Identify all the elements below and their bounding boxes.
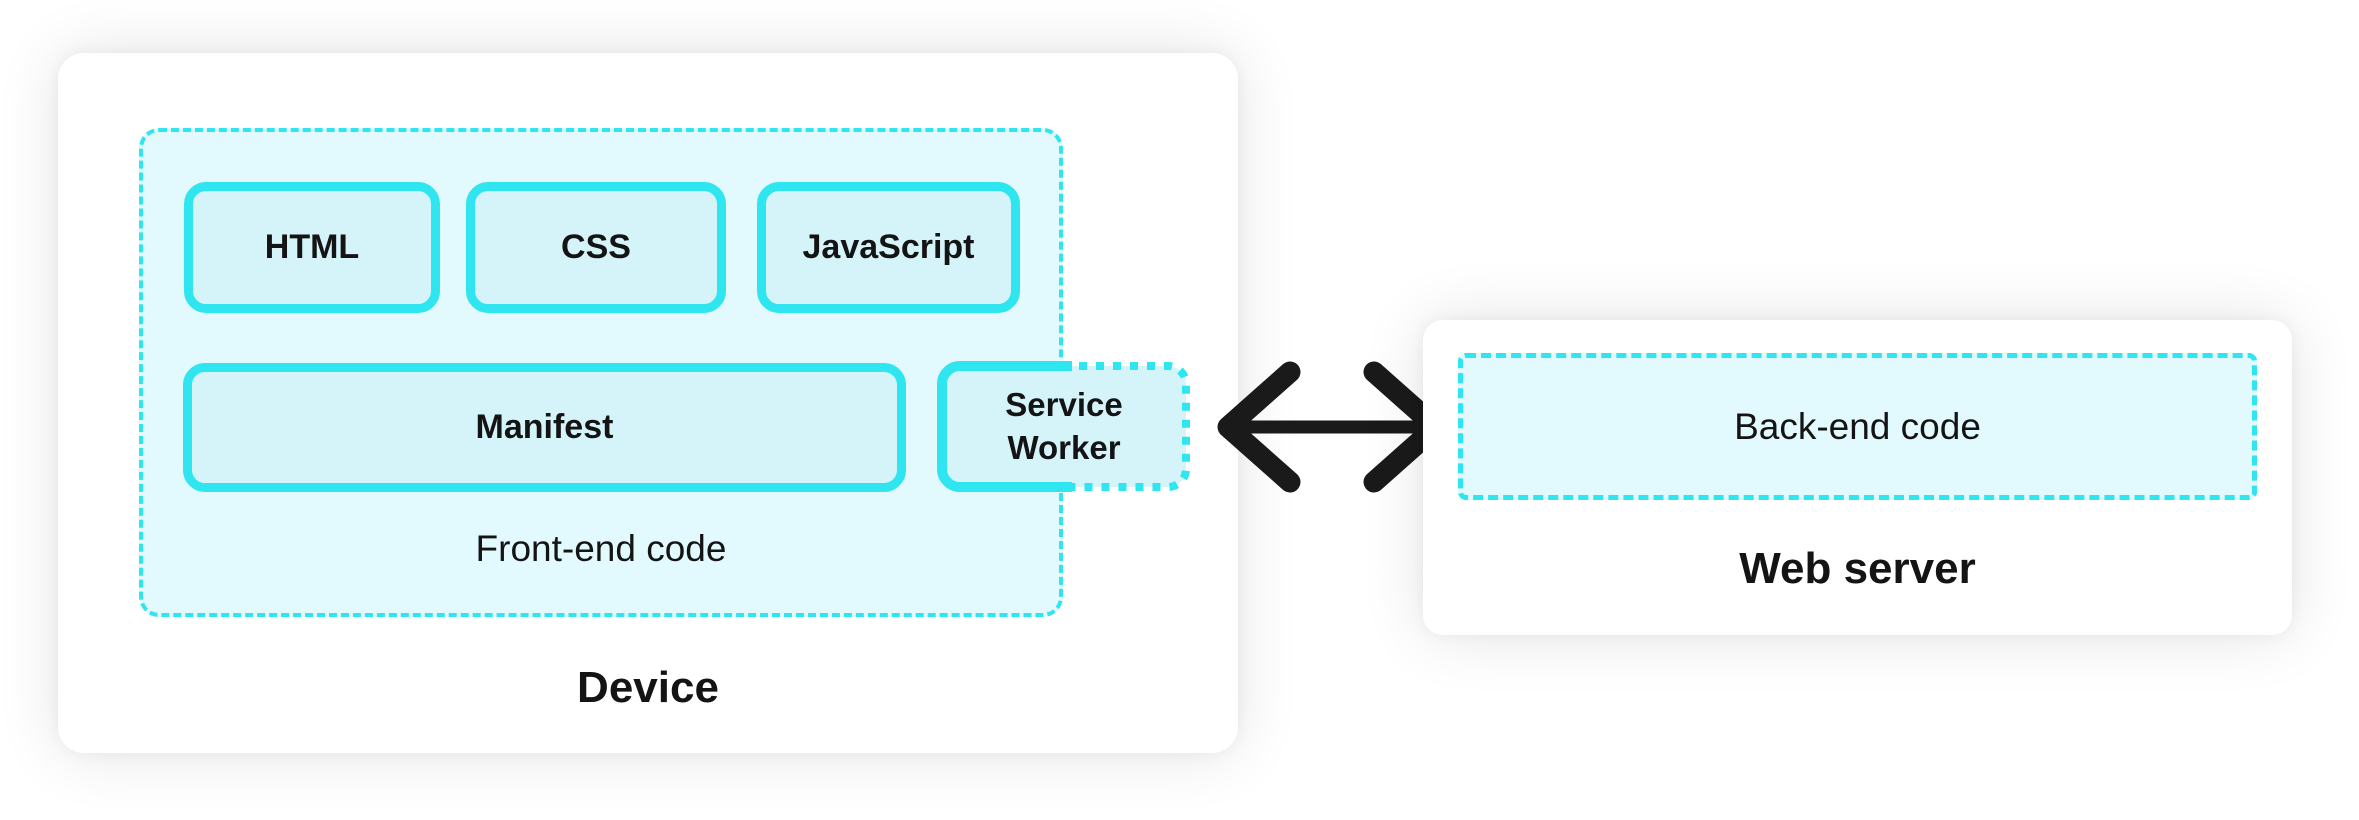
backend-code-label: Back-end code bbox=[1734, 405, 1981, 447]
frontend-code-label: Front-end code bbox=[475, 528, 727, 569]
html-box: HTML bbox=[184, 182, 440, 313]
device-title: Device bbox=[577, 663, 719, 712]
device-server-connector bbox=[1212, 350, 1452, 504]
manifest-box: Manifest bbox=[183, 363, 906, 492]
backend-code-box: Back-end code bbox=[1458, 353, 2257, 500]
html-box-label: HTML bbox=[264, 228, 360, 266]
javascript-box-label: JavaScript bbox=[802, 228, 975, 266]
javascript-box: JavaScript bbox=[757, 182, 1020, 313]
web-server-title: Web server bbox=[1739, 544, 1976, 593]
double-arrow-icon bbox=[1217, 361, 1447, 493]
web-server-card: Back-end code Web server bbox=[1423, 320, 2292, 635]
device-card: HTML CSS JavaScript Manifest Service Wor… bbox=[58, 53, 1238, 753]
service-worker-border-icon bbox=[937, 361, 1190, 492]
manifest-box-label: Manifest bbox=[475, 408, 614, 446]
service-worker-label: Service Worker bbox=[1005, 385, 1123, 466]
service-worker-box: Service Worker bbox=[936, 360, 1192, 493]
css-box: CSS bbox=[466, 182, 726, 313]
css-box-label: CSS bbox=[561, 228, 631, 266]
